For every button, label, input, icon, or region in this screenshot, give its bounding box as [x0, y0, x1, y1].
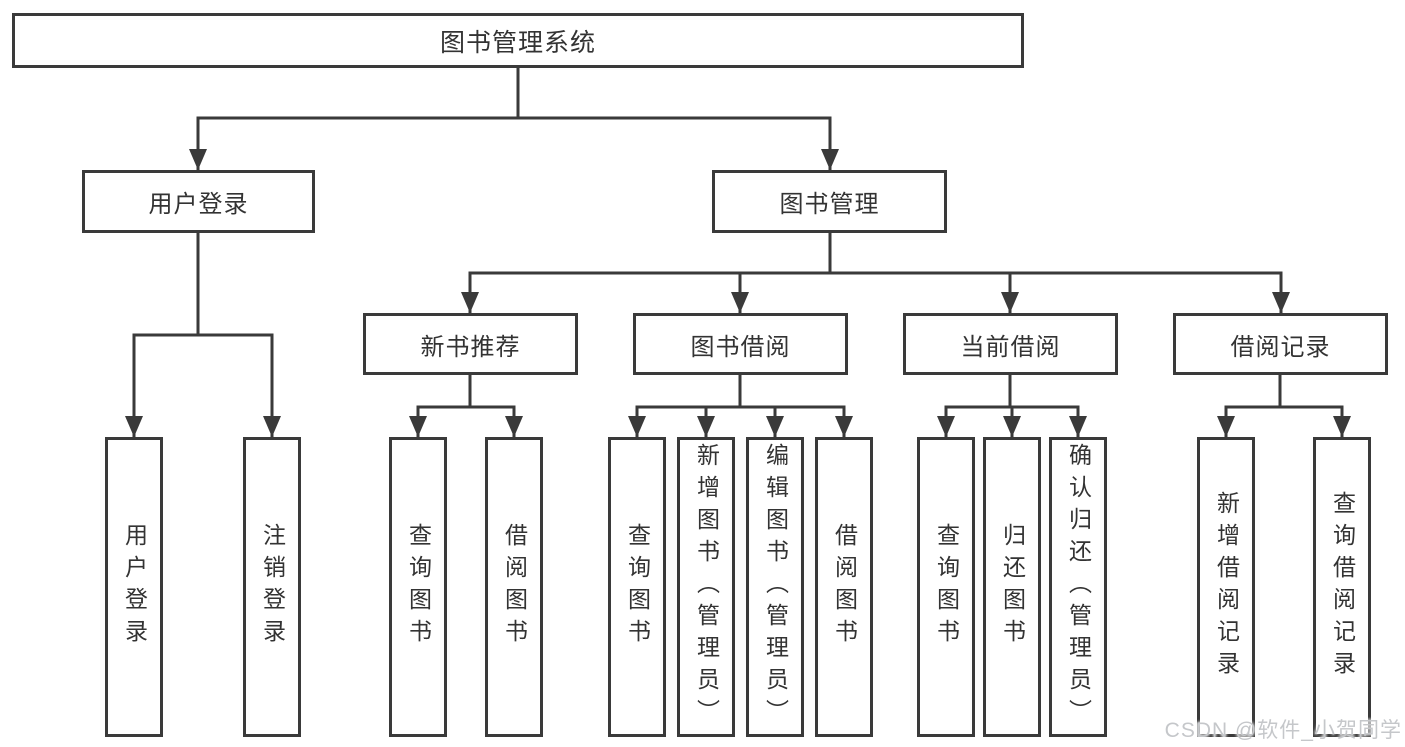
root-node-label: 图书管理系统: [439, 28, 596, 57]
leaf-node-logout: 注销登录: [243, 437, 301, 737]
leaf-node-query-borrow-record: 查询借阅记录: [1313, 437, 1371, 737]
node-label: 图书管理: [779, 191, 880, 218]
leaf-label: 查询图书: [624, 523, 651, 651]
csdn-watermark: CSDN @软件_小贺同学: [1164, 719, 1402, 742]
leaf-label: 查询图书: [933, 523, 960, 651]
leaf-node-user-login: 用户登录: [105, 437, 163, 737]
node-label: 图书借阅: [690, 333, 791, 361]
leaf-label: 编辑图书（管理员）: [762, 443, 789, 731]
leaf-node-borrow-books-1: 借阅图书: [485, 437, 543, 737]
leaf-label: 新增图书（管理员）: [693, 443, 720, 731]
leaf-node-confirm-return-admin: 确认归还（管理员）: [1049, 437, 1107, 737]
leaf-label: 确认归还（管理员）: [1065, 443, 1092, 731]
leaf-node-add-borrow-record: 新增借阅记录: [1197, 437, 1255, 737]
leaf-node-return-book: 归还图书: [983, 437, 1041, 737]
node-borrowing-records: 借阅记录: [1173, 313, 1388, 375]
leaf-node-edit-book-admin: 编辑图书（管理员）: [746, 437, 804, 737]
node-label: 借阅记录: [1230, 333, 1331, 361]
leaf-label: 借阅图书: [831, 523, 858, 651]
leaf-node-query-books-1: 查询图书: [389, 437, 447, 737]
node-user-login-group: 用户登录: [82, 170, 315, 233]
node-new-book-recommend: 新书推荐: [363, 313, 578, 375]
leaf-label: 新增借阅记录: [1213, 491, 1240, 683]
node-book-borrowing: 图书借阅: [633, 313, 848, 375]
node-label: 当前借阅: [960, 333, 1061, 361]
node-book-management: 图书管理: [712, 170, 947, 233]
leaf-label: 归还图书: [999, 523, 1026, 651]
leaf-node-query-books-2: 查询图书: [608, 437, 666, 737]
leaf-node-query-books-3: 查询图书: [917, 437, 975, 737]
leaf-node-borrow-books-2: 借阅图书: [815, 437, 873, 737]
node-label: 新书推荐: [420, 333, 521, 361]
leaf-label: 借阅图书: [501, 523, 528, 651]
leaf-label: 查询借阅记录: [1329, 491, 1356, 683]
root-node-library-system: 图书管理系统: [12, 13, 1024, 68]
node-current-borrowing: 当前借阅: [903, 313, 1118, 375]
leaf-label: 用户登录: [121, 523, 148, 651]
leaf-label: 注销登录: [259, 523, 286, 651]
leaf-node-add-book-admin: 新增图书（管理员）: [677, 437, 735, 737]
leaf-label: 查询图书: [405, 523, 432, 651]
node-label: 用户登录: [148, 191, 249, 218]
